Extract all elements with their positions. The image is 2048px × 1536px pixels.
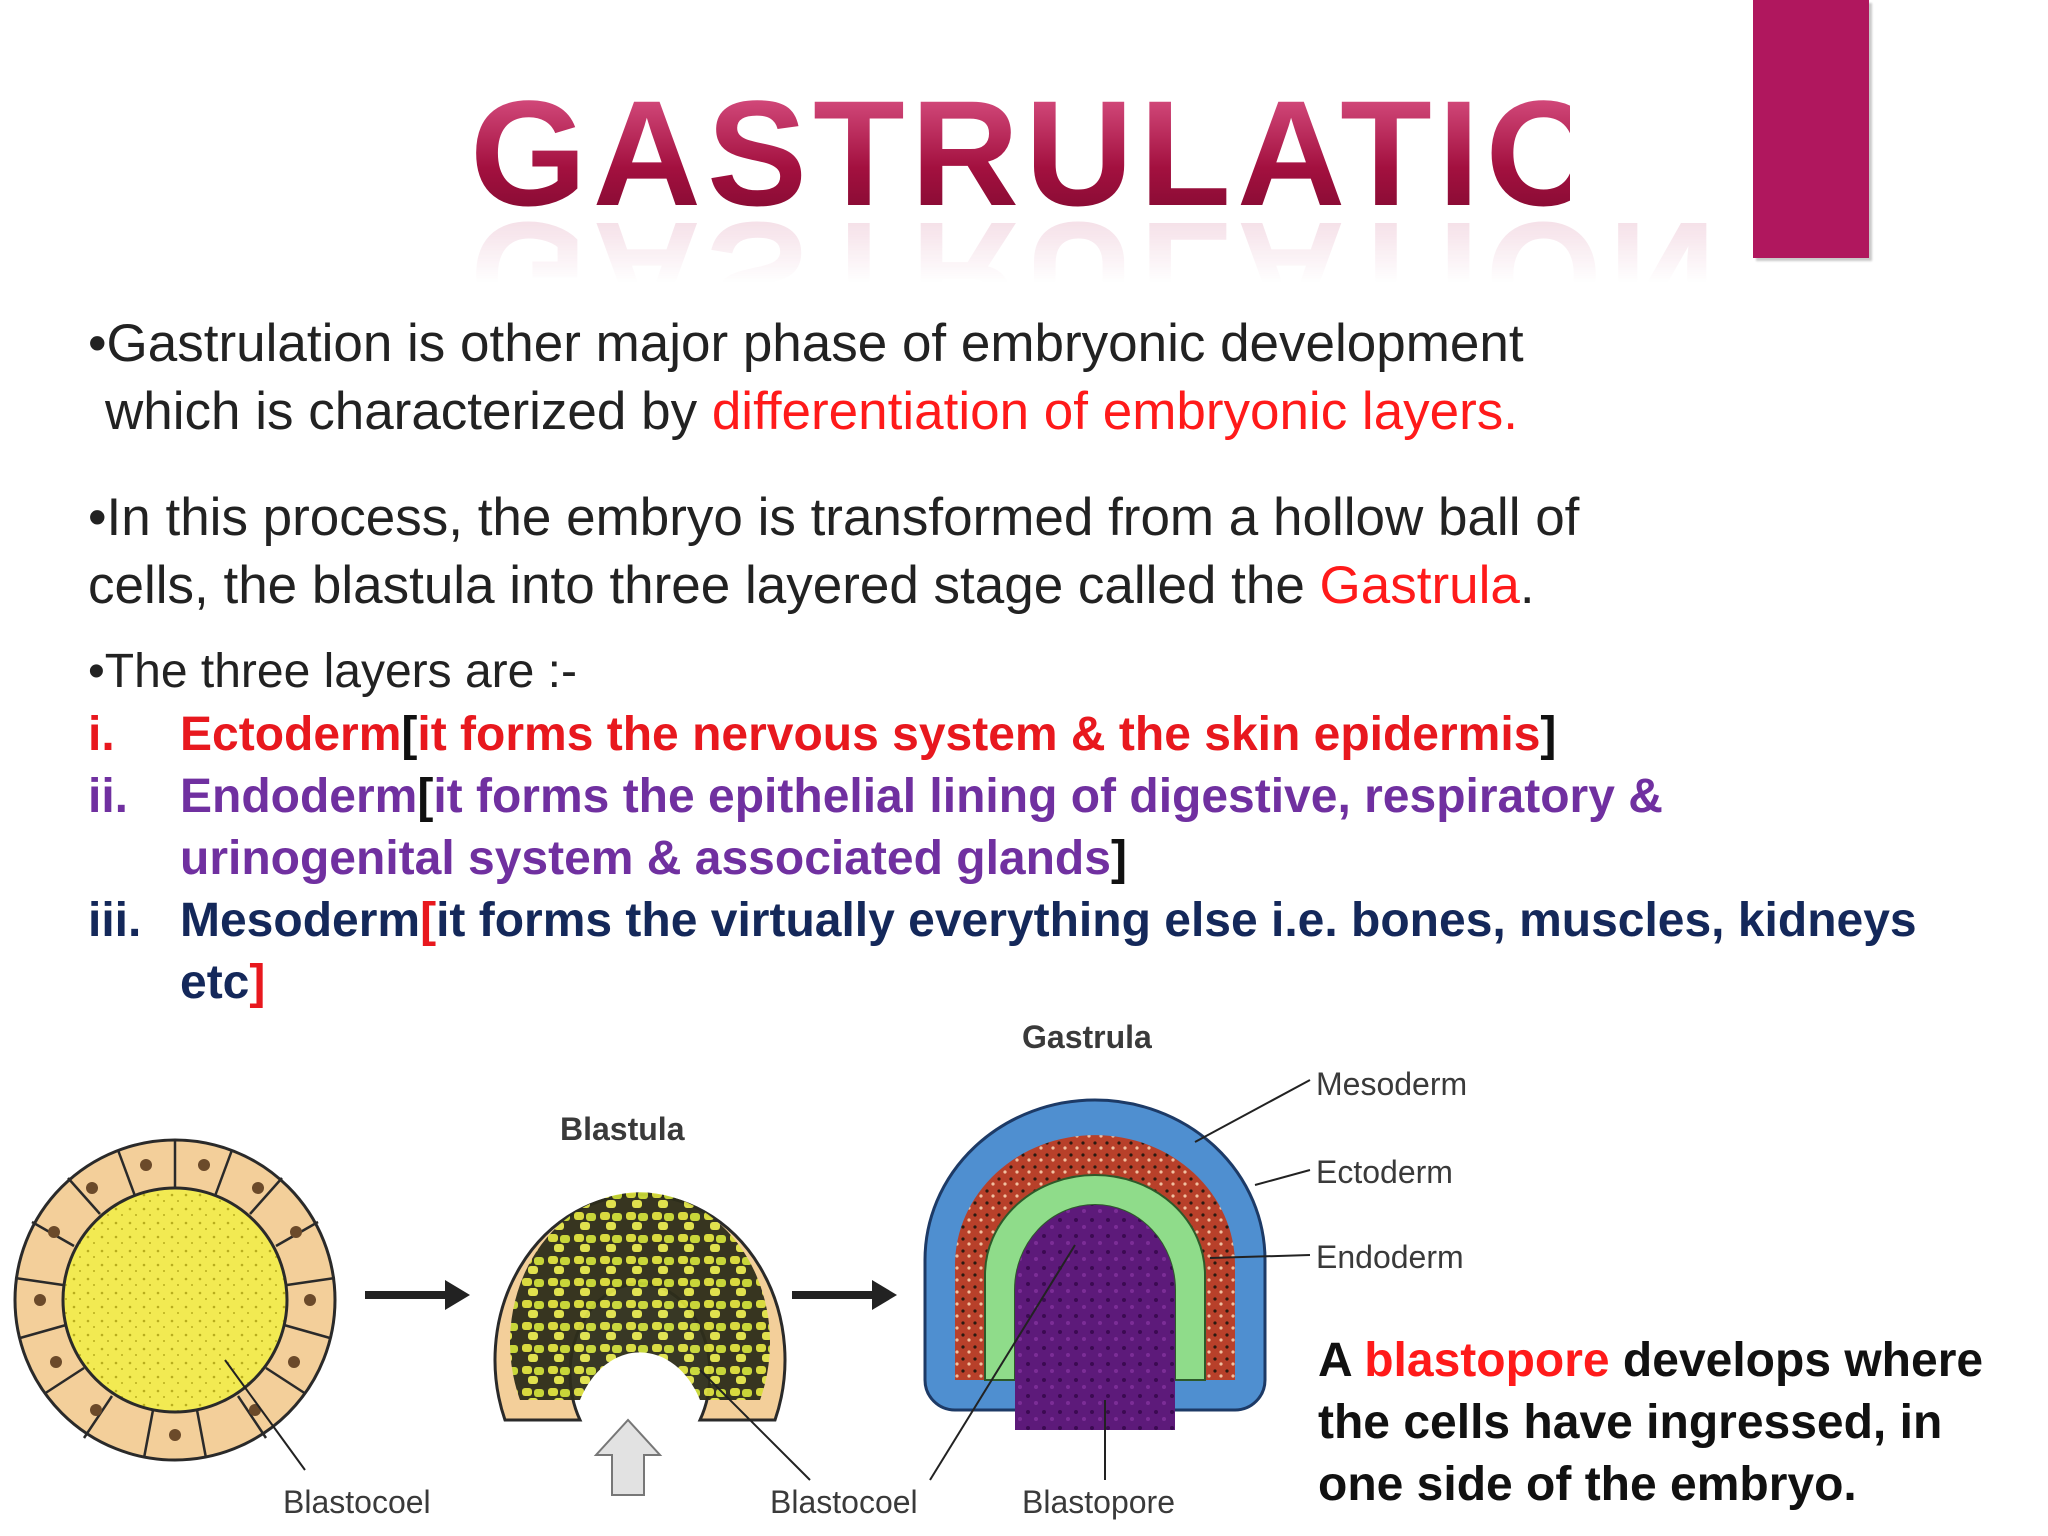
layer-item-mesoderm: iii. Mesoderm[it forms the virtually eve… <box>88 890 1930 1014</box>
label-ectoderm: Ectoderm <box>1316 1154 1453 1190</box>
gastrulation-diagram: Blastula Gastrula Blastocoel Blastocoel … <box>13 1019 1467 1520</box>
layer-name: Ectoderm <box>180 708 402 761</box>
paragraph-2-text: cells, the blastula into three layered s… <box>88 556 1320 615</box>
layers-list: •The three layers are :- i. Ectoderm[it … <box>88 640 1930 1014</box>
title-block: GASTRULATION GASTRULATION <box>470 69 1723 359</box>
label-endoderm: Endoderm <box>1316 1239 1464 1275</box>
arrow-icon <box>792 1280 897 1310</box>
layer-name: Endoderm <box>180 770 418 823</box>
paragraph-1-highlight: differentiation of embryonic layers. <box>711 382 1519 441</box>
caption-highlight: blastopore <box>1364 1334 1610 1387</box>
layer-item-ectoderm: i. Ectoderm[it forms the nervous system … <box>88 704 1930 766</box>
blastula-illustration <box>493 1192 811 1496</box>
layer-description: it forms the virtually everything else i… <box>180 894 1917 1009</box>
gastrula-illustration <box>923 1079 1311 1481</box>
label-blastocoel-2: Blastocoel <box>770 1484 918 1520</box>
bracket-close: ] <box>1540 708 1557 761</box>
layer-name: Mesoderm <box>180 894 421 947</box>
layer-number: ii. <box>88 770 129 823</box>
paragraph-2-end: . <box>1519 556 1535 615</box>
caption-part-1: A <box>1318 1334 1365 1387</box>
invagination-arrow-icon <box>593 1418 663 1496</box>
layers-heading: •The three layers are :- <box>88 645 577 698</box>
paragraph-2-line-1: •In this process, the embryo is transfor… <box>88 488 1580 547</box>
layer-description: it forms the epithelial lining of digest… <box>180 770 1663 885</box>
layer-description: it forms the nervous system & the skin e… <box>417 708 1541 761</box>
paragraph-2: •In this process, the embryo is transfor… <box>88 484 1579 620</box>
bracket-close: ] <box>249 956 266 1009</box>
layer-item-endoderm: ii. Endoderm[it forms the epithelial lin… <box>88 766 1930 890</box>
label-gastrula: Gastrula <box>1022 1019 1152 1055</box>
early-embryo <box>13 1138 337 1471</box>
paragraph-1-line-2: which is characterized by differentiatio… <box>88 378 1524 446</box>
label-blastocoel-1: Blastocoel <box>283 1484 431 1520</box>
bracket-open: [ <box>401 708 418 761</box>
label-blastopore: Blastopore <box>1022 1484 1175 1520</box>
label-blastula: Blastula <box>560 1111 685 1147</box>
caption-part-2: develops where the cells have ingressed,… <box>1318 1334 1984 1511</box>
bracket-open: [ <box>420 894 437 947</box>
paragraph-1: •Gastrulation is other major phase of em… <box>88 310 1524 446</box>
arrow-icon <box>365 1280 470 1310</box>
paragraph-2-highlight: Gastrula <box>1319 556 1520 615</box>
slide-title: GASTRULATION <box>470 69 1723 237</box>
bracket-open: [ <box>417 770 434 823</box>
paragraph-2-line-2: cells, the blastula into three layered s… <box>88 552 1579 620</box>
paragraph-1-text: which is characterized by <box>105 382 712 441</box>
accent-bar <box>1753 0 1869 258</box>
layer-number: i. <box>88 708 115 761</box>
layer-number: iii. <box>88 894 142 947</box>
label-mesoderm: Mesoderm <box>1316 1066 1467 1102</box>
blastopore-caption: A blastopore develops where the cells ha… <box>1318 1330 2038 1516</box>
bracket-close: ] <box>1110 832 1127 885</box>
paragraph-1-line-1: •Gastrulation is other major phase of em… <box>88 314 1524 373</box>
